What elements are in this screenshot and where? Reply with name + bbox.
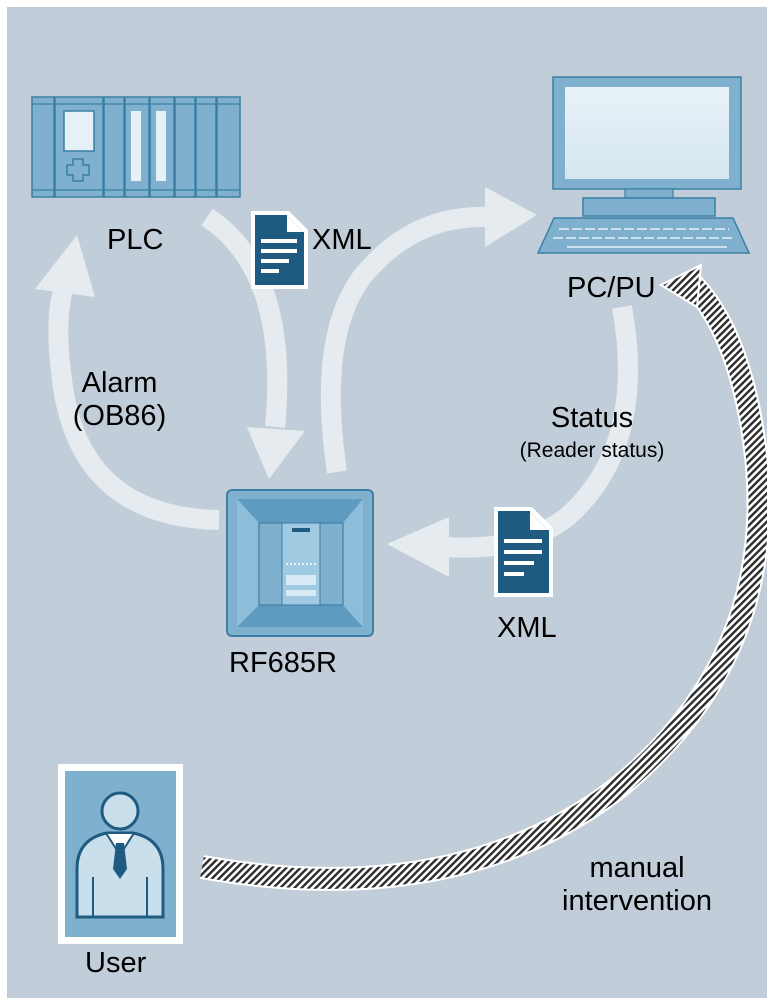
status-label: Status (Reader status) <box>477 402 707 463</box>
alarm-label-line1: Alarm <box>81 367 158 399</box>
plc-rack-icon <box>31 96 241 198</box>
pc-label: PC/PU <box>567 272 656 304</box>
xml-document-icon <box>494 507 553 597</box>
computer-icon <box>536 76 751 254</box>
manual-label-line1: manual <box>589 852 685 884</box>
status-label-line1: Status <box>550 402 634 434</box>
arrow-reader-to-pc <box>320 187 537 474</box>
diagram-graphics <box>31 76 767 944</box>
diagram-canvas: PLC XML PC/PU Alarm (OB86) Status (Reade… <box>7 7 767 998</box>
xml-document-icon <box>251 211 308 289</box>
xml-bottom-label: XML <box>497 612 557 644</box>
user-person-icon <box>58 764 183 944</box>
rfid-reader-icon <box>226 489 374 637</box>
xml-top-label: XML <box>312 224 372 256</box>
manual-intervention-label: manual intervention <box>552 852 722 919</box>
plc-label: PLC <box>107 224 164 256</box>
arrow-manual-intervention <box>199 263 767 891</box>
status-label-line2: (Reader status) <box>519 439 665 463</box>
alarm-label-line2: (OB86) <box>72 400 167 433</box>
alarm-label: Alarm (OB86) <box>62 367 177 434</box>
manual-label-line2: intervention <box>562 885 712 918</box>
arrow-plc-to-reader <box>201 208 305 479</box>
user-label: User <box>85 947 147 979</box>
reader-label: RF685R <box>229 647 337 679</box>
arrow-alarm-to-plc <box>35 235 220 530</box>
